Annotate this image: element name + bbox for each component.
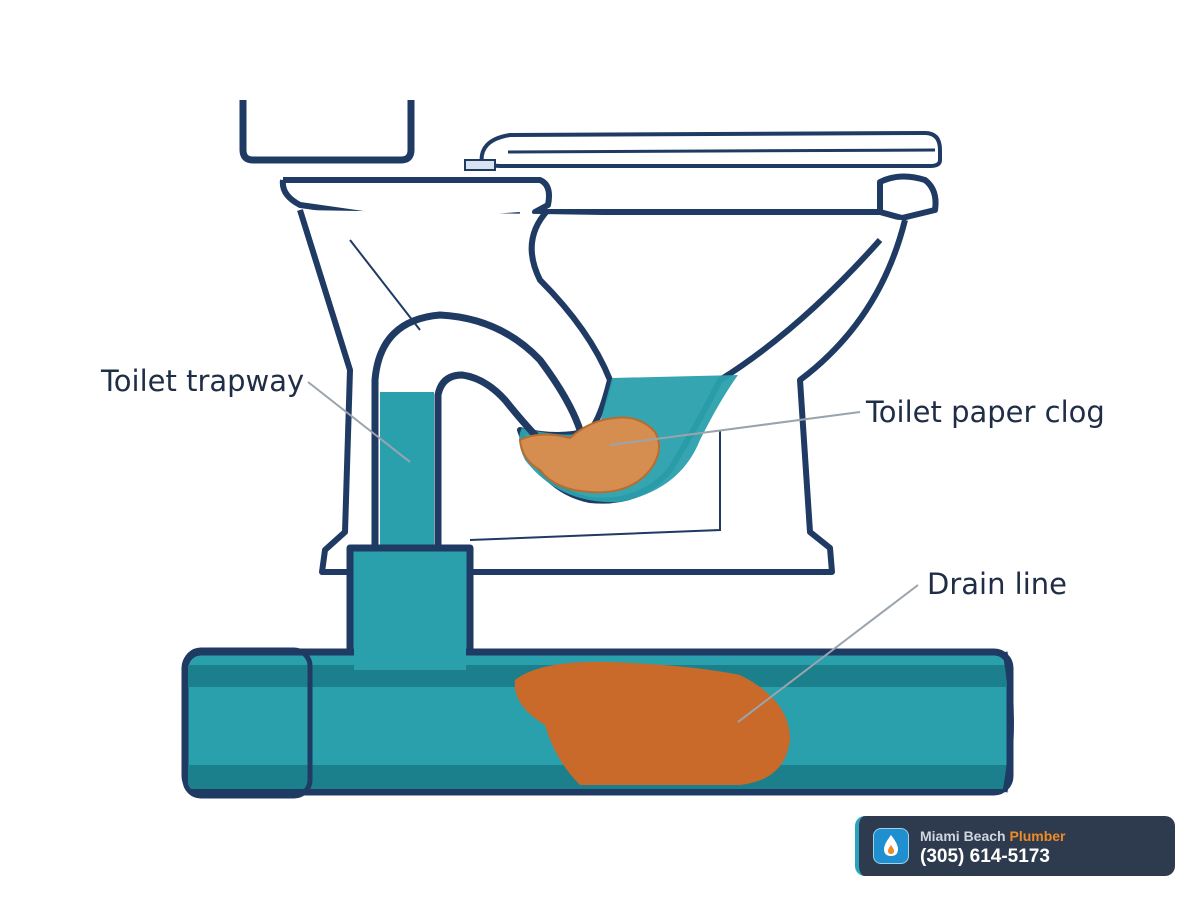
paper-clog-label: Toilet paper clog [866,395,1105,429]
drain-line-leader-line [737,584,919,723]
rim-upper-edge [279,179,521,226]
drain-flange [346,544,474,659]
trapway-label: Toilet trapway [101,364,305,398]
drain-line-clog-shape [514,661,790,785]
toilet-rim [283,173,939,221]
drain-line-label: Drain line [927,567,1068,601]
plumber-badge[interactable]: Miami Beach Plumber (305) 614-5173 [855,816,1175,876]
toilet-tank [239,100,415,164]
phone-number[interactable]: (305) 614-5173 [920,846,1050,867]
trapway-inner [434,371,543,548]
toilet-paper-clog-shape [518,416,660,494]
badge-brand: Miami Beach Plumber [920,828,1066,844]
seat-hinge [464,159,496,171]
trapway-leader-line [307,381,411,463]
toilet-seat-rim [507,148,936,154]
bowl-detail-line-2 [469,430,721,541]
bowl-detail-line [349,239,421,331]
brand-accent: Plumber [1009,828,1066,844]
paper-clog-leader-line [609,411,861,446]
toilet-seat [479,130,942,168]
drain-pipe-right-collar [1002,651,1014,793]
drain-pipe-left-collar [182,647,313,799]
flange-connection [354,645,466,670]
trapway-outer [371,311,584,548]
water-drop-icon [873,828,909,864]
trapway-water [380,392,434,552]
brand-name: Miami Beach [920,828,1006,844]
